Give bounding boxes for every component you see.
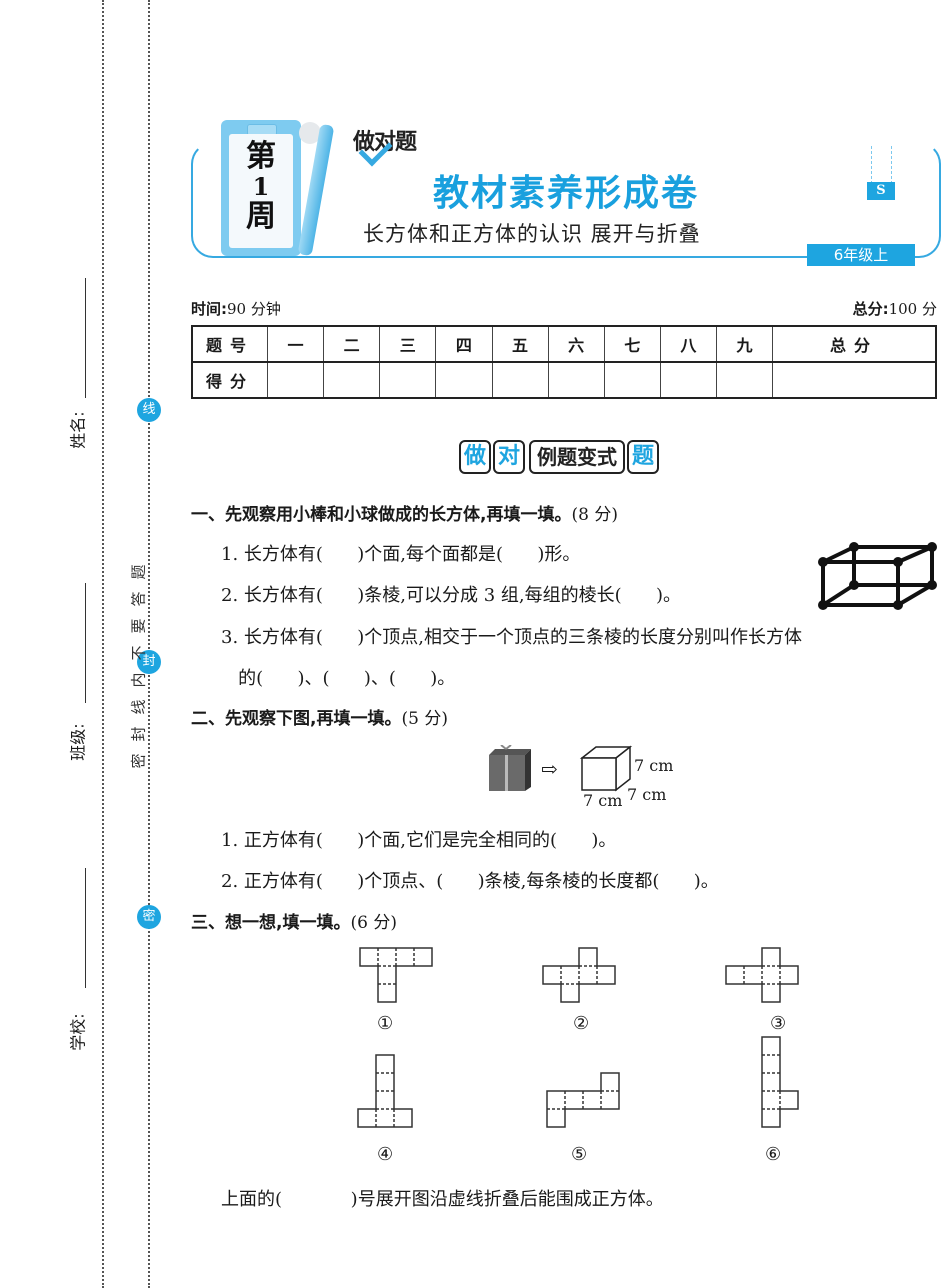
class-field-label: 班级: — [68, 723, 88, 761]
week-badge-number: 1 — [252, 172, 270, 201]
name-field-label: 姓名: — [68, 411, 88, 449]
school-field-line[interactable] — [85, 868, 86, 988]
question-2-item-1[interactable]: 1. 正方体有( )个面,它们是完全相同的( )。 — [221, 830, 617, 851]
seal-feng-icon: 封 — [137, 650, 161, 674]
section-banner: 做 对 例题变式 题 — [459, 440, 661, 474]
school-field-label: 学校: — [68, 1013, 88, 1051]
question-3-answer-line[interactable]: 上面的( )号展开图沿虚线折叠后能围成正方体。 — [221, 1189, 664, 1210]
table-header-cell: 四 — [435, 325, 493, 363]
score-table-header-row: 题号 一 二 三 四 五 六 七 八 九 总分 — [191, 325, 937, 363]
banner-title: 教材素养形成卷 — [433, 173, 700, 214]
week-badge: 第 1 周 — [229, 134, 293, 248]
cube-net-2-figure — [542, 947, 616, 1003]
total-info: 总分:100 分 — [853, 298, 937, 319]
arrow-icon: ⇨ — [541, 757, 558, 781]
banner-subtitle: 长方体和正方体的认识 展开与折叠 — [363, 222, 701, 246]
section-banner-box-3: 题 — [627, 440, 660, 474]
header-banner: 第 1 周 做对题 教材素养形成卷 长方体和正方体的认识 展开与折叠 S 6年级… — [191, 110, 941, 270]
cube-net-5-label: ⑤ — [571, 1144, 588, 1165]
clipboard-icon: 第 1 周 — [221, 120, 301, 256]
gift-box-icon — [489, 745, 531, 791]
cube-net-3-label: ③ — [770, 1013, 787, 1034]
table-header-cell: 题号 — [191, 325, 268, 363]
binding-dotted-line-inner — [148, 0, 150, 1288]
cube-dim-width: 7 cm — [583, 791, 623, 810]
time-info: 时间:90 分钟 — [191, 298, 281, 319]
score-cell[interactable] — [547, 361, 605, 399]
total-value: 100 分 — [888, 300, 937, 318]
score-cell[interactable] — [715, 361, 774, 399]
score-cell[interactable] — [435, 361, 493, 399]
score-cell[interactable] — [603, 361, 661, 399]
grade-tag: 6年级上 — [807, 244, 915, 266]
cube-net-1-label: ① — [377, 1013, 394, 1034]
question-1-item-1[interactable]: 1. 长方体有( )个面,每个面都是( )形。 — [221, 544, 581, 565]
question-2-title: 二、先观察下图,再填一填。 — [191, 709, 402, 729]
question-1-title: 一、先观察用小棒和小球做成的长方体,再填一填。 — [191, 505, 572, 525]
score-cell[interactable] — [491, 361, 549, 399]
score-cell[interactable] — [323, 361, 381, 399]
table-header-cell: 九 — [715, 325, 774, 363]
seal-note: 密封线内不要答题 — [129, 552, 148, 769]
score-cell[interactable] — [379, 361, 437, 399]
cube-net-4-figure — [357, 1054, 413, 1128]
table-header-cell: 总分 — [772, 325, 937, 363]
question-3-points: (6 分) — [350, 913, 397, 933]
total-label: 总分: — [852, 300, 889, 318]
table-header-cell: 五 — [491, 325, 549, 363]
cube-net-2-label: ② — [573, 1013, 590, 1034]
time-value: 90 分钟 — [227, 300, 281, 318]
section-banner-title: 例题变式 — [529, 440, 626, 474]
question-1-points: (8 分) — [571, 505, 618, 525]
badge-string-right-icon — [891, 146, 893, 184]
score-cell[interactable] — [266, 361, 325, 399]
seal-mi-icon: 密 — [137, 905, 161, 929]
name-field-line[interactable] — [85, 278, 86, 398]
score-row-label: 得分 — [191, 361, 268, 399]
table-header-cell: 七 — [603, 325, 661, 363]
wireframe-cuboid-figure — [818, 542, 937, 610]
week-badge-char-2: 周 — [246, 199, 276, 234]
question-2-item-2[interactable]: 2. 正方体有( )个顶点、( )条棱,每条棱的长度都( )。 — [221, 871, 719, 892]
cube-net-3-figure — [725, 947, 799, 1003]
section-banner-box-2: 对 — [493, 440, 526, 474]
question-1-item-3-cont[interactable]: 的( )、( )、( )。 — [221, 668, 456, 689]
score-table: 题号 一 二 三 四 五 六 七 八 九 总分 得分 — [191, 325, 937, 399]
mascot-figure-icon — [299, 122, 321, 144]
cube-figure — [579, 745, 633, 792]
cube-dim-depth: 7 cm — [627, 785, 667, 804]
time-label: 时间: — [191, 300, 227, 318]
cube-net-5-figure — [546, 1072, 620, 1128]
question-3-title: 三、想一想,填一填。 — [191, 913, 351, 933]
class-field-line[interactable] — [85, 583, 86, 703]
cube-net-1-figure — [359, 947, 433, 1003]
table-header-cell: 二 — [323, 325, 381, 363]
table-header-cell: 八 — [659, 325, 718, 363]
cube-net-4-label: ④ — [377, 1144, 394, 1165]
week-badge-char-1: 第 — [246, 139, 276, 174]
section-banner-box-1: 做 — [459, 440, 492, 474]
question-1-item-3[interactable]: 3. 长方体有( )个顶点,相交于一个顶点的三条棱的长度分别叫作长方体 — [221, 627, 802, 648]
seal-xian-icon: 线 — [137, 398, 161, 422]
score-cell[interactable] — [772, 361, 937, 399]
s-badge-icon: S — [867, 182, 895, 200]
table-header-cell: 三 — [379, 325, 437, 363]
cube-dim-height: 7 cm — [634, 756, 674, 775]
table-header-cell: 一 — [266, 325, 325, 363]
score-table-score-row: 得分 — [191, 361, 937, 399]
question-2-heading: 二、先观察下图,再填一填。(5 分) — [191, 704, 448, 729]
table-header-cell: 六 — [547, 325, 605, 363]
question-3-heading: 三、想一想,填一填。(6 分) — [191, 908, 397, 933]
badge-string-left-icon — [871, 146, 873, 184]
cube-net-6-figure — [761, 1036, 799, 1128]
question-1-item-2[interactable]: 2. 长方体有( )条棱,可以分成 3 组,每组的棱长( )。 — [221, 585, 681, 606]
question-2-points: (5 分) — [401, 709, 448, 729]
binding-dotted-line-outer — [102, 0, 104, 1288]
brand-label: 做对题 — [353, 130, 417, 155]
cube-net-6-label: ⑥ — [765, 1144, 782, 1165]
question-1-heading: 一、先观察用小棒和小球做成的长方体,再填一填。(8 分) — [191, 500, 618, 525]
score-cell[interactable] — [659, 361, 718, 399]
banner-frame — [191, 142, 941, 258]
